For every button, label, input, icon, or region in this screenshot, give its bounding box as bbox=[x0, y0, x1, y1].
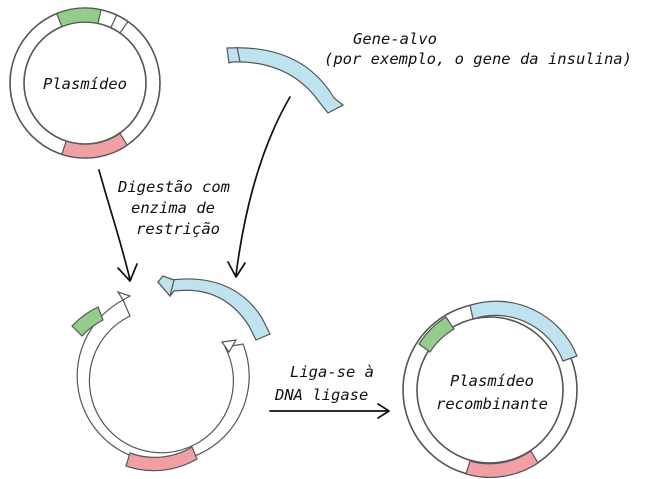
target-gene-label-line1: Gene-alvo bbox=[353, 30, 437, 48]
gene-insert-arrow-head bbox=[227, 261, 246, 278]
plasmid-cut-sticky-end bbox=[220, 339, 238, 354]
plasmid-original-cut-mark bbox=[119, 21, 129, 34]
ligase-arrow-head bbox=[377, 403, 390, 419]
target-gene-end-mark bbox=[236, 46, 241, 63]
plasmid-recombinant-blue-segment bbox=[469, 300, 578, 362]
plasmid-cut-pink-segment bbox=[125, 446, 198, 472]
gene-fragment-sticky-end bbox=[157, 275, 175, 298]
plasmid-recombinant: Plasmídeo recombinante bbox=[402, 300, 578, 478]
digestion-label-line2: enzima de bbox=[131, 199, 215, 217]
plasmid-original-green-segment bbox=[55, 7, 102, 28]
plasmid-cut-ring bbox=[76, 299, 250, 463]
plasmid-recombinant-pink-segment bbox=[465, 450, 539, 478]
gene-fragment-sticky bbox=[156, 275, 271, 341]
plasmid-original-cut-mark bbox=[110, 14, 118, 28]
plasmid-original-label: Plasmídeo bbox=[43, 75, 127, 93]
gene-fragment-sticky-strip bbox=[156, 278, 271, 341]
digestion-label-line3: restrição bbox=[136, 220, 220, 238]
gene-insert-arrow bbox=[227, 96, 291, 278]
target-gene-label-line2: (por exemplo, o gene da insulina) bbox=[324, 50, 632, 68]
ligase-label-line2: DNA ligase bbox=[274, 386, 368, 404]
digestion-arrow-shaft bbox=[98, 169, 131, 281]
ligase-arrow bbox=[269, 403, 390, 419]
target-gene-fragment bbox=[226, 46, 345, 114]
plasmid-recombinant-label-line1: Plasmídeo bbox=[450, 372, 534, 390]
plasmid-recombinant-green-segment bbox=[418, 316, 455, 353]
digestion-arrow-head bbox=[117, 263, 138, 282]
plasmid-cut-green-segment bbox=[71, 306, 104, 337]
plasmid-original-pink-segment bbox=[61, 132, 129, 159]
plasmid-original: Plasmídeo bbox=[9, 7, 161, 159]
gene-insert-arrow-shaft bbox=[235, 96, 291, 276]
plasmid-recombinant-inner-ring bbox=[416, 316, 564, 464]
digestion-arrow bbox=[98, 169, 138, 282]
plasmid-recombinant-label-line2: recombinante bbox=[436, 395, 548, 413]
digestion-label-line1: Digestão com bbox=[117, 178, 230, 196]
plasmid-cut bbox=[71, 290, 250, 472]
plasmid-cut-sticky-end bbox=[116, 290, 132, 301]
ligase-label-line1: Liga-se à bbox=[290, 363, 374, 381]
